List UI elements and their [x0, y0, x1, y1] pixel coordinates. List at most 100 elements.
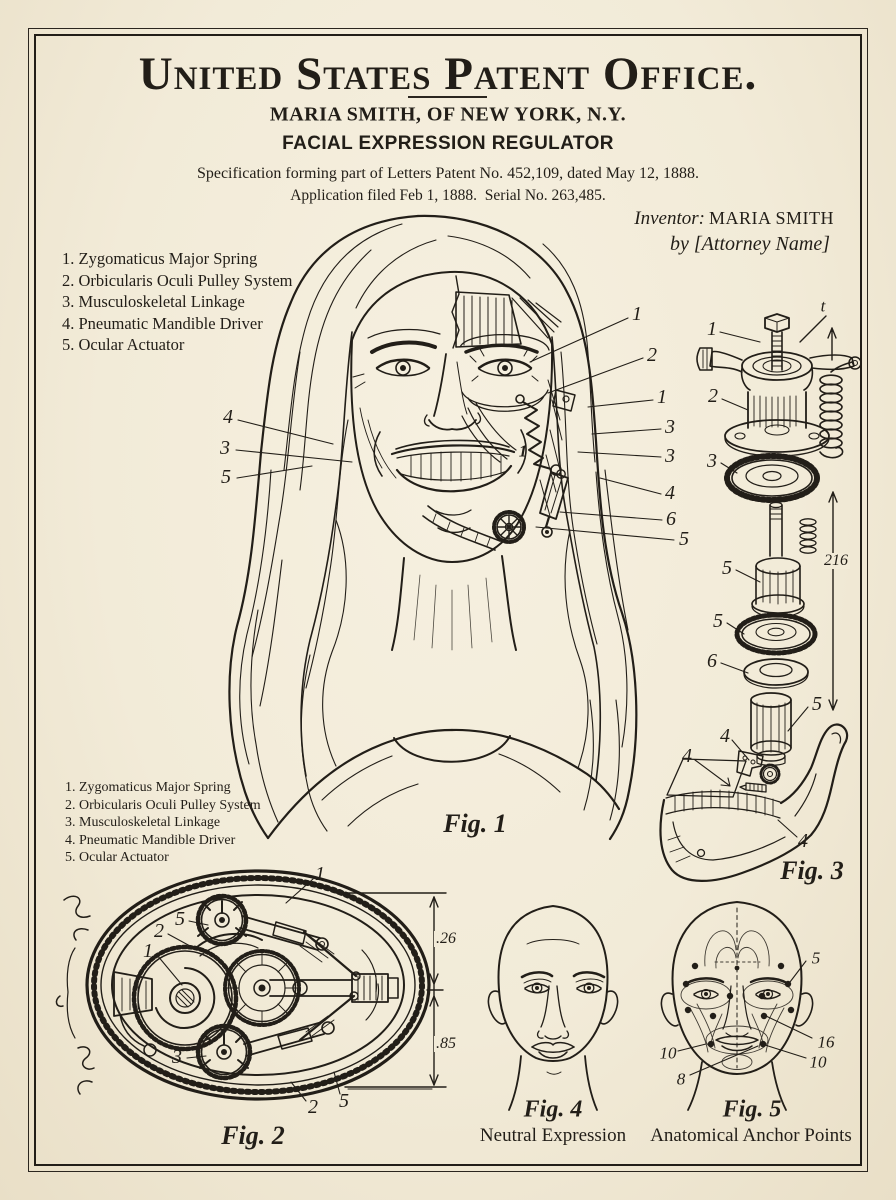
parts-list-item: 1. Zygomaticus Major Spring: [62, 249, 258, 268]
fig5-callout: 10: [809, 1052, 827, 1072]
fig3-teeth: [665, 789, 781, 819]
inventor-label: Inventor:: [634, 208, 705, 229]
fig2-callout: 1: [315, 863, 325, 885]
exploded-cylinder-flange: [724, 391, 830, 457]
exploded-dim-marks: [799, 315, 838, 711]
fig1-callout: 5: [679, 528, 689, 550]
fig1-callout: 5: [221, 466, 231, 488]
parts-list-item: 2. Orbicularis Oculi Pulley System: [62, 270, 293, 290]
fig4-neck: [508, 1055, 598, 1111]
fig5-leader-lines: [677, 960, 813, 1076]
fig1-callout: 6: [666, 508, 676, 530]
exploded-leader-lines: [719, 331, 809, 732]
exploded-bushing-5a: [751, 557, 805, 618]
fig3-leader-lines: [694, 739, 798, 838]
exploded-callout: 3: [707, 450, 717, 472]
fig2-dimension-lines: [335, 892, 447, 1088]
fig1-illustration: [228, 214, 675, 841]
fig1-callout: 1: [518, 441, 528, 461]
fig4-caption: Fig. 4: [523, 1096, 583, 1123]
exploded-washer-6: [743, 658, 809, 689]
fig2-callout: 5: [175, 908, 185, 930]
parts-list-bottom: 1. Zygomaticus Major Spring 2. Orbicular…: [65, 779, 261, 867]
fig5-neck: [687, 1061, 787, 1111]
fig1-callout: 1: [632, 303, 642, 325]
fig1-callout: 3: [665, 416, 675, 438]
grantee-line: MARIA SMITH, OF NEW YORK, N.Y.: [269, 103, 627, 126]
fig1-callout: 1: [657, 386, 667, 408]
fig5-callout: 16: [817, 1032, 835, 1052]
exploded-assembly-illustration: [696, 313, 862, 766]
exploded-cylinder-5c: [750, 692, 792, 766]
fig1-hair: [228, 214, 638, 841]
parts-list-item: 5. Ocular Actuator: [62, 335, 185, 354]
fig5-callout: 10: [659, 1043, 677, 1063]
fig1-jaw-gear: [492, 510, 526, 544]
fig5-illustration: [660, 901, 814, 1111]
fig2-braces: [298, 930, 361, 1042]
exploded-gear-5b: [734, 612, 818, 656]
fig2-bottom-gear: [195, 1021, 335, 1081]
outer-border-frame: [28, 28, 868, 1172]
fig3-mandible-outline: [659, 723, 849, 882]
fig3-callout: 4: [798, 830, 808, 852]
specification-line: Specification forming part of Letters Pa…: [196, 165, 700, 182]
title-divider-rule: [408, 96, 487, 98]
fig5-callout: 5: [811, 948, 821, 968]
attorney-line: by [Attorney Name]: [670, 233, 830, 255]
parts-list-item: 4. Pneumatic Mandible Driver: [65, 832, 236, 848]
exploded-spring: [819, 361, 853, 459]
exploded-shaft: [769, 501, 817, 557]
parts-list-item: 1. Zygomaticus Major Spring: [65, 780, 231, 795]
fig1-spring: [522, 401, 552, 470]
fig4-nose: [536, 985, 570, 1040]
fig5-caption: Fig. 5: [722, 1096, 782, 1123]
inventor-line: Inventor: MARIA SMITH: [600, 206, 834, 232]
fig2-squiggles: [55, 895, 95, 1095]
inventor-name: MARIA SMITH: [708, 208, 834, 228]
fig1-leader-lines: [235, 317, 675, 541]
fig4-head-outline: [497, 905, 609, 1062]
fig3-callout: 4: [682, 745, 692, 767]
fig4-eyes: [524, 982, 602, 994]
fig5-subcaption: Anatomical Anchor Points: [650, 1125, 852, 1146]
exploded-callout: 2: [708, 385, 718, 407]
fig2-housing: [85, 869, 431, 1101]
exploded-dim-label: 216: [822, 552, 850, 569]
exploded-callout: 5: [812, 693, 822, 715]
fig1-callout: 3: [220, 437, 230, 459]
fig4-lips: [531, 1041, 575, 1075]
fig3-illustration: [659, 723, 849, 882]
fig2-dim-bottom-label: .85: [434, 1035, 458, 1052]
fig5-head-outline: [671, 901, 803, 1075]
fig2-callout: 2: [308, 1096, 318, 1118]
page-title: United States Patent Office.: [138, 48, 758, 100]
fig1-shoulders: [266, 728, 621, 840]
fig2-caption: Fig. 2: [221, 1121, 285, 1150]
fig2-dim-top-label: .26: [434, 930, 458, 947]
exploded-callout: 6: [707, 650, 717, 672]
fig1-callout: 3: [665, 445, 675, 467]
inventor-signature-block: Inventor: MARIA SMITH by [Attorney Name]: [600, 206, 834, 256]
fig1-teeth: [410, 451, 502, 482]
fig5-callout: 8: [676, 1069, 686, 1089]
fig5-anchor-dots: [682, 962, 795, 1048]
exploded-top-mark: t: [820, 296, 826, 316]
fig2-leader-lines: [156, 878, 433, 1102]
fig2-illustration: [55, 869, 447, 1102]
fig2-callout: 5: [339, 1090, 349, 1112]
parts-list-item: 2. Orbicularis Oculi Pulley System: [65, 797, 261, 813]
fig5-mouth: [715, 1035, 759, 1052]
fig2-top-gear: [195, 893, 329, 951]
fig3-callout: 4: [720, 725, 730, 747]
parts-list-item: 4. Pneumatic Mandible Driver: [62, 313, 263, 333]
fig1-callout: 4: [665, 482, 675, 504]
invention-title: FACIAL EXPRESSION REGULATOR: [282, 133, 614, 154]
fig4-illustration: [487, 905, 619, 1111]
fig1-caption: Fig. 1: [443, 809, 507, 838]
parts-list-item: 3. Musculoskeletal Linkage: [65, 815, 221, 830]
exploded-bolt: [764, 313, 790, 371]
fig1-face: [350, 270, 554, 651]
fig2-band: [195, 932, 263, 949]
fig2-callout: 2: [154, 920, 164, 942]
